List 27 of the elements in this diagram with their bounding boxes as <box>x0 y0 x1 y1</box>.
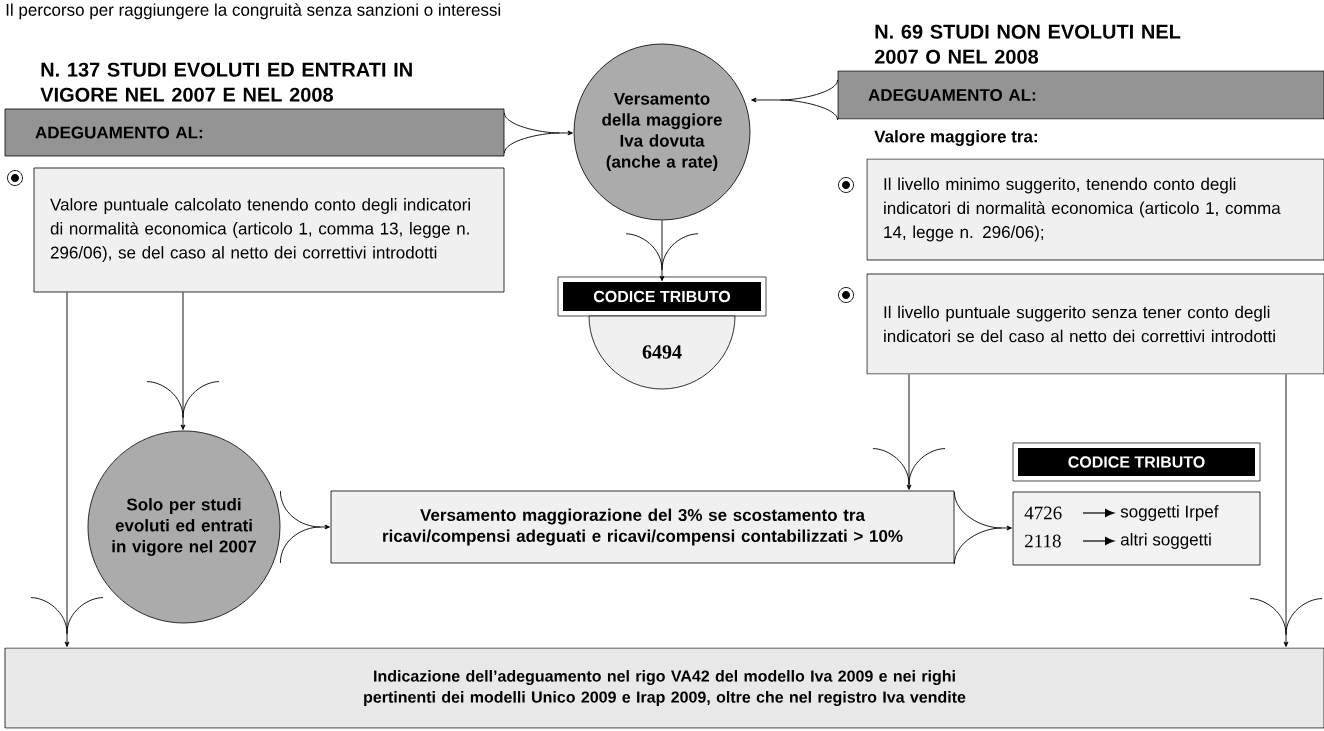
chevron-connector <box>872 373 946 490</box>
info-box: Versamento maggiorazione del 3% se scostamento tra ricavi/compensi adeguati e ricavi/compensi contabilizzati > 10% <box>330 490 955 564</box>
subheading: Valore maggiore tra: <box>874 130 1037 146</box>
header-band: ADEGUAMENTO AL: <box>837 70 1324 120</box>
section-heading: N. 137 STUDI EVOLUTI ED ENTRATI IN VIGORE NEL 2007 E NEL 2008 <box>40 62 412 102</box>
code-description: soggetti Irpef <box>1120 505 1219 521</box>
chevron-connector <box>751 79 839 121</box>
chevron-connector <box>953 491 1012 565</box>
chevron-connector <box>146 291 220 430</box>
section-heading: N. 69 STUDI NON EVOLUTI NEL 2007 O NEL 2008 <box>874 24 1181 64</box>
chevron-connector <box>625 219 699 282</box>
code-label-band: CODICE TRIBUTO <box>1012 442 1261 482</box>
info-box: Il livello minimo suggerito, tenendo conto degli indicatori di normalità economica (articolo 1, comma 14, legge n. 296/06); <box>866 158 1324 261</box>
info-box: Il livello puntuale suggerito senza tener conto degli indicatori se del caso al netto dei correttivi introdotti <box>866 273 1324 375</box>
code-number: 4726 <box>1024 506 1062 520</box>
chevron-connector <box>503 112 573 154</box>
info-box: Valore puntuale calcolato tenendo conto degli indicatori di normalità economica (articolo 1, comma 13, legge n. 296/06), se del caso al netto dei correttivi introdotti <box>33 167 505 293</box>
title: Il percorso per raggiungere la congruità senza sanzioni o interessi <box>6 3 501 20</box>
header-band: ADEGUAMENTO AL: <box>4 108 505 157</box>
code-semicircle: 6494 <box>588 315 736 390</box>
chevron-connector <box>279 490 330 564</box>
code-number: 2118 <box>1025 534 1061 548</box>
code-description: altri soggetti <box>1120 533 1211 549</box>
summary-box: Indicazione dell’adeguamento nel rigo VA42 del modello Iva 2009 e nei righi pertinenti dei modelli Unico 2009 e Irap 2009, oltre che nel registro Iva vendite <box>4 647 1324 729</box>
chevron-connector <box>1249 373 1323 647</box>
code-label-band: CODICE TRIBUTO <box>557 276 767 317</box>
chevron-connector <box>30 291 104 647</box>
